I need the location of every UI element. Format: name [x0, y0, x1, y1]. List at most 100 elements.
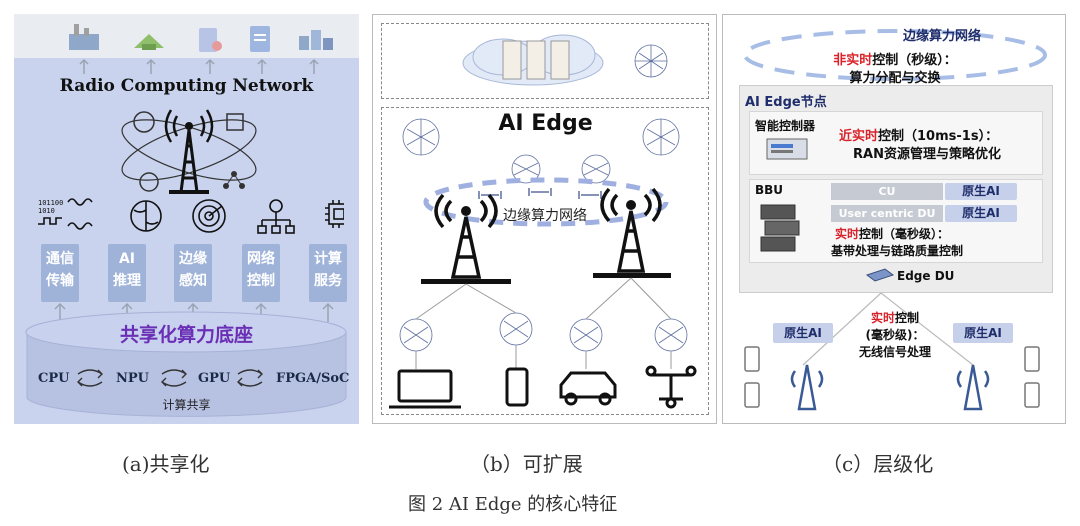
top-network-ring — [743, 29, 1047, 81]
tile-label-line1: 边缘 — [179, 251, 207, 267]
rt2-red: 实时 — [870, 311, 895, 325]
processor-gpu: GPU — [198, 371, 231, 386]
medical-icon — [199, 28, 222, 52]
tile-label-line1: 网络 — [247, 251, 275, 267]
edge-du-label: Edge DU — [897, 269, 955, 283]
farm-icon — [134, 34, 164, 50]
bbu-label: BBU — [755, 183, 784, 197]
du-bar: User centric DU — [831, 205, 943, 222]
cu-ai-native: 原生AI — [945, 183, 1017, 200]
network-gear-icon — [257, 199, 295, 234]
panel-b-scalable: AI Edge — [372, 14, 717, 424]
caption-c: （c）层级化 — [822, 452, 934, 476]
neural-net-icon — [642, 118, 680, 156]
tile-edge-sensing: 边缘 感知 — [174, 244, 212, 302]
tower-icon-right-c — [956, 364, 990, 411]
ai-edge-node-label: AI Edge节点 — [745, 95, 827, 110]
figure-caption: 图 2 AI Edge 的核心特征 — [408, 494, 618, 515]
panel-c-hierarchical: 边缘算力网络 非实时控制（秒级）： 算力分配与交换 AI Edge节点 智能控制… — [722, 14, 1066, 424]
phone-icon — [1024, 346, 1040, 408]
rt2-rest: 控制 — [895, 311, 920, 325]
right-ai-native: 原生AI — [953, 323, 1013, 343]
orbit-brain-icon-2 — [139, 172, 159, 192]
base-title: 共享化算力底座 — [119, 324, 253, 346]
neural-net-icon — [581, 154, 611, 184]
rt2-line3: 无线信号处理 — [858, 345, 931, 359]
top-network-label: 边缘算力网络 — [903, 29, 982, 44]
orbit-brain-icon — [133, 111, 155, 133]
rt-red: 实时 — [835, 227, 860, 241]
panel-a-title: Radio Computing Network — [59, 76, 314, 96]
shared-label: 计算共享 — [162, 398, 211, 412]
cloud-server-graphic — [462, 34, 668, 86]
radar-icon — [192, 199, 226, 233]
sync-icon — [161, 369, 187, 387]
neural-net-icon — [399, 318, 433, 352]
processor-cpu: CPU — [38, 371, 70, 386]
caption-b: （b）可扩展 — [470, 452, 583, 476]
orbit-network-icon — [223, 171, 245, 189]
processor-fpga-soc: FPGA/SoC — [276, 371, 350, 386]
near-rt-rest: 控制（10ms-1s）： — [878, 129, 999, 144]
tower-icon-left-c — [790, 364, 824, 411]
neural-net-icon — [499, 312, 533, 346]
tile-label-line2: 推理 — [113, 273, 141, 289]
tile-icons-row — [38, 198, 344, 234]
panel-b-network-label: 边缘算力网络 — [503, 208, 587, 224]
non-rt-rest: 控制（秒级）： — [872, 53, 957, 68]
drone-icon — [645, 365, 697, 409]
tower-icon-right — [600, 187, 662, 273]
tile-label-line1: 计算 — [314, 251, 342, 267]
edge-du-device-icon — [865, 268, 895, 282]
tile-label-line2: 控制 — [247, 273, 275, 289]
tile-label-line2: 传输 — [46, 273, 74, 289]
phone-icon — [744, 346, 760, 408]
tile-network-control: 网络 控制 — [242, 244, 280, 302]
panel-a-shared: Radio Computing Network 101100 1010 — [14, 14, 359, 424]
binary-line-1: 101100 — [38, 199, 64, 207]
du-ai-native: 原生AI — [945, 205, 1017, 222]
non-rt-red: 非实时 — [833, 53, 873, 68]
processor-npu: NPU — [116, 371, 149, 386]
tile-communication: 通信 传输 — [41, 244, 79, 302]
orbit-chip-icon — [226, 113, 244, 131]
ai-edge-title: AI Edge — [498, 111, 593, 136]
cloud-box — [381, 23, 709, 99]
edge-du-links — [744, 292, 1040, 411]
phone-icon — [505, 367, 529, 407]
ai-edge-box — [381, 107, 709, 415]
city-icon — [299, 30, 333, 50]
waveform-binary-icon — [38, 198, 93, 230]
neural-net-icon — [402, 118, 440, 156]
neural-net-icon — [654, 318, 688, 352]
controller-label: 智能控制器 — [755, 119, 816, 133]
clipboard-icon — [250, 26, 270, 52]
tile-label-line1: AI — [118, 251, 136, 267]
chip-icon — [325, 200, 344, 228]
edge-network-graphic — [389, 118, 697, 409]
brain-chip-icon — [130, 200, 162, 232]
tile-label-line2: 感知 — [179, 273, 207, 289]
near-rt-red: 近实时 — [839, 129, 879, 144]
near-rt-line2: RAN资源管理与策略优化 — [853, 147, 1001, 162]
car-icon — [559, 371, 617, 406]
neural-net-icon — [511, 154, 541, 184]
tile-compute-service: 计算 服务 — [309, 244, 347, 302]
binary-line-2: 1010 — [38, 207, 55, 215]
near-rt-control: 近实时控制（10ms-1s）： — [839, 125, 998, 144]
bbu-server-icon — [760, 204, 800, 252]
neural-net-icon — [569, 318, 603, 352]
tile-label-line1: 通信 — [46, 251, 74, 267]
rt-rest: 控制（毫秒级）： — [859, 227, 950, 241]
sync-icon — [77, 369, 103, 387]
server-rack-icon — [502, 40, 570, 80]
rt-control: 实时控制（毫秒级）： — [835, 225, 949, 242]
non-rt-line2: 算力分配与交换 — [849, 71, 941, 86]
cu-bar: CU — [831, 183, 943, 200]
tile-label-line2: 服务 — [314, 273, 342, 289]
tower-icon-left — [434, 193, 498, 279]
controller-device-icon — [766, 138, 808, 160]
left-ai-native: 原生AI — [773, 323, 833, 343]
rt-line2: 基带处理与链路质量控制 — [831, 244, 964, 258]
factory-icon — [69, 24, 99, 50]
